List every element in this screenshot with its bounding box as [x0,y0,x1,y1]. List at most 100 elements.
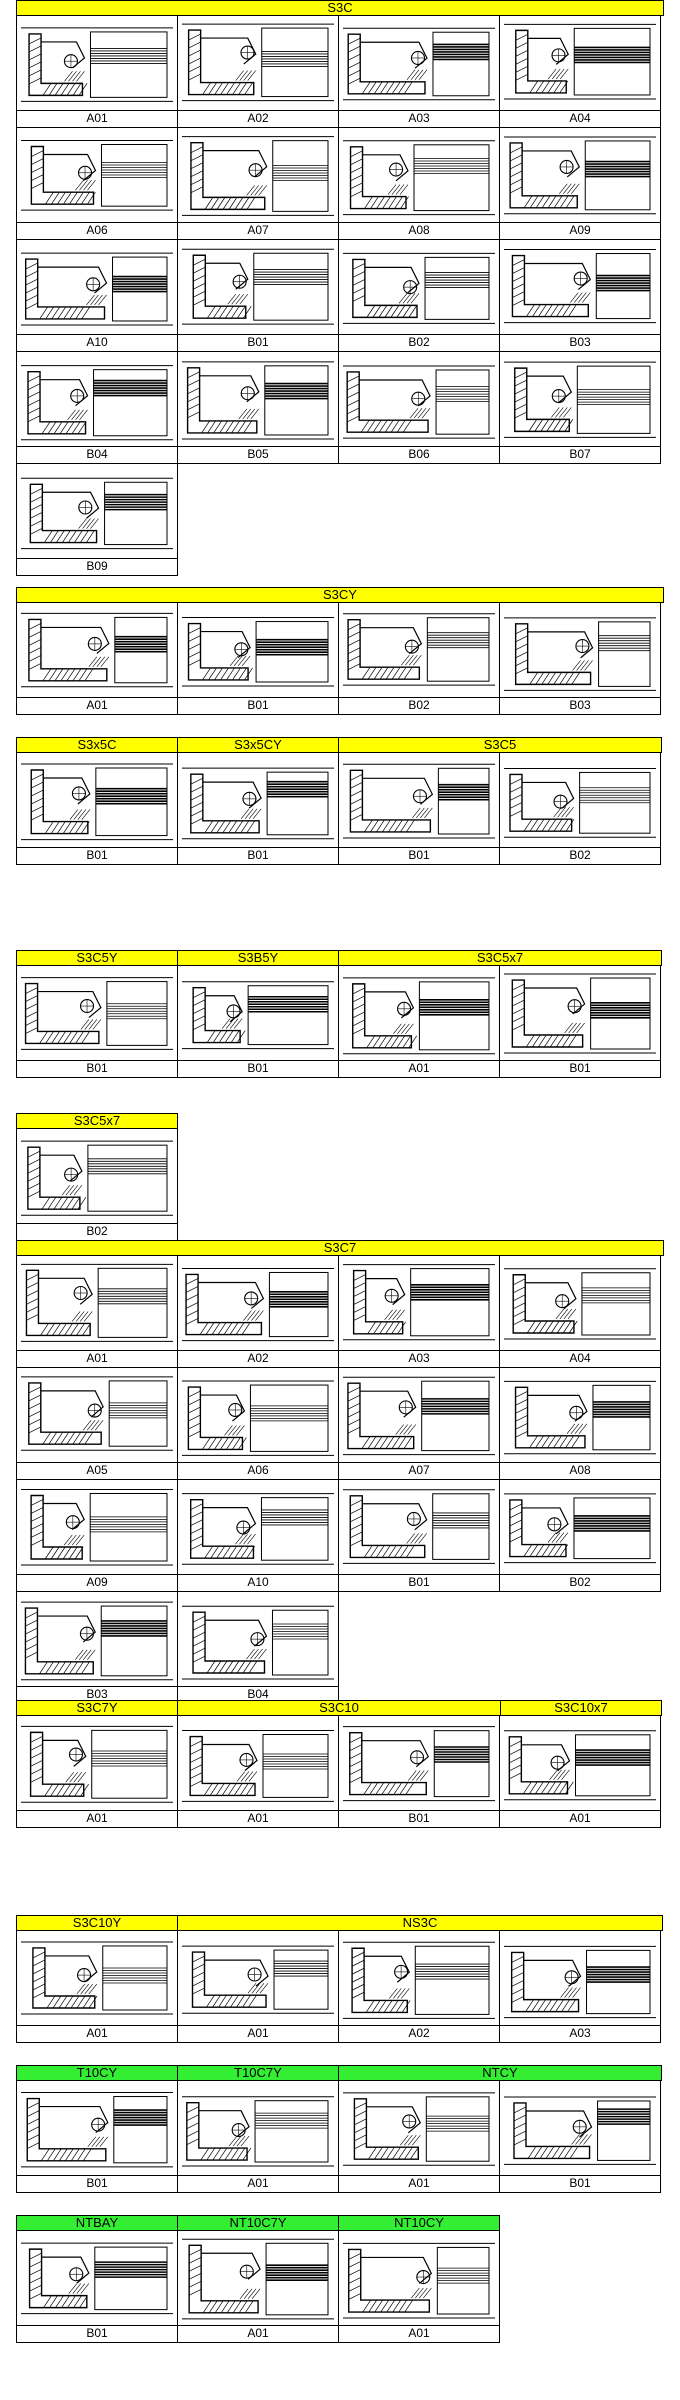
profile-cell: A01 [338,2080,500,2193]
seal-drawing [500,1368,660,1463]
seal-drawing [178,1368,338,1463]
profile-code-label: A01 [247,2026,269,2040]
profile-cell: B03 [499,602,661,715]
profile-cell: A03 [338,15,500,128]
seal-drawing [17,2231,177,2326]
profile-cell: A01 [16,1255,178,1368]
profile-code-label: B01 [86,2326,108,2340]
seal-drawing [178,352,338,447]
profile-cell: A01 [499,1715,661,1828]
series-header: S3C10 [177,1700,501,1716]
profile-code-label: A04 [569,1351,591,1365]
profile-code-label: A08 [569,1463,591,1477]
seal-drawing [178,1716,338,1811]
profile-code-label: B04 [86,447,108,461]
series-header: S3C7Y [16,1700,178,1716]
seal-drawing [17,16,177,111]
series-header: S3C5x7 [16,1113,178,1129]
profile-cell: B01 [16,752,178,865]
profile-cell: B03 [499,239,661,352]
profile-cell: B01 [338,1715,500,1828]
series-header: S3C [16,0,664,16]
seal-drawing [178,753,338,848]
seal-drawing [339,2231,499,2326]
seal-drawing [17,352,177,447]
profile-code-label: A02 [247,111,269,125]
series-header: S3C7 [16,1240,664,1256]
seal-drawing [339,1931,499,2026]
section-header-row: S3C5x7 [16,1113,664,1129]
profile-cell: A01 [338,965,500,1078]
profile-code-label: B01 [247,698,269,712]
series-header: S3C5x7 [338,950,662,966]
series-header: S3C10x7 [500,1700,662,1716]
profile-cell: A01 [177,2080,339,2193]
seal-drawing [17,2081,177,2176]
profile-cell: B01 [16,2080,178,2193]
seal-drawing [339,1716,499,1811]
profile-code-label: A09 [569,223,591,237]
seal-drawing [178,2081,338,2176]
seal-drawing [339,2081,499,2176]
profile-code-label: A01 [86,1351,108,1365]
seal-drawing [178,1931,338,2026]
profile-cell: A01 [16,15,178,128]
profile-cell: B01 [499,2080,661,2193]
seal-drawing [339,1480,499,1575]
seal-drawing [500,753,660,848]
seal-drawing [178,240,338,335]
profile-code-label: B01 [569,1061,591,1075]
profile-code-label: B01 [247,1061,269,1075]
seal-drawing [339,16,499,111]
seal-drawing [17,753,177,848]
seal-drawing [17,1129,177,1224]
seal-drawing [17,1716,177,1811]
seal-drawing [500,966,660,1061]
profile-cell: A08 [499,1367,661,1480]
profile-code-label: B02 [408,698,430,712]
seal-drawing [178,1256,338,1351]
seal-drawing [178,1480,338,1575]
profile-code-label: B03 [86,1687,108,1701]
profile-code-label: A03 [408,111,430,125]
profile-code-label: A01 [408,2176,430,2190]
profile-cell: A09 [499,127,661,240]
seal-drawing [500,1480,660,1575]
profile-code-label: B01 [247,848,269,862]
seal-drawing [178,16,338,111]
profile-cell: B01 [177,602,339,715]
seal-drawing [500,352,660,447]
seal-drawing [339,240,499,335]
series-header: S3C10Y [16,1915,178,1931]
profile-code-label: B09 [86,559,108,573]
seal-drawing [339,1256,499,1351]
profile-cell: B04 [16,351,178,464]
profile-code-label: B02 [86,1224,108,1238]
profile-code-label: A01 [247,2176,269,2190]
profile-code-label: A01 [86,698,108,712]
seal-drawing [500,1931,660,2026]
series-header: S3CY [16,587,664,603]
profile-code-label: A01 [408,2326,430,2340]
series-header: NTCY [338,2065,662,2081]
profile-code-label: B07 [569,447,591,461]
profile-code-label: A01 [86,1811,108,1825]
profile-code-label: A02 [408,2026,430,2040]
profile-code-label: A06 [247,1463,269,1477]
